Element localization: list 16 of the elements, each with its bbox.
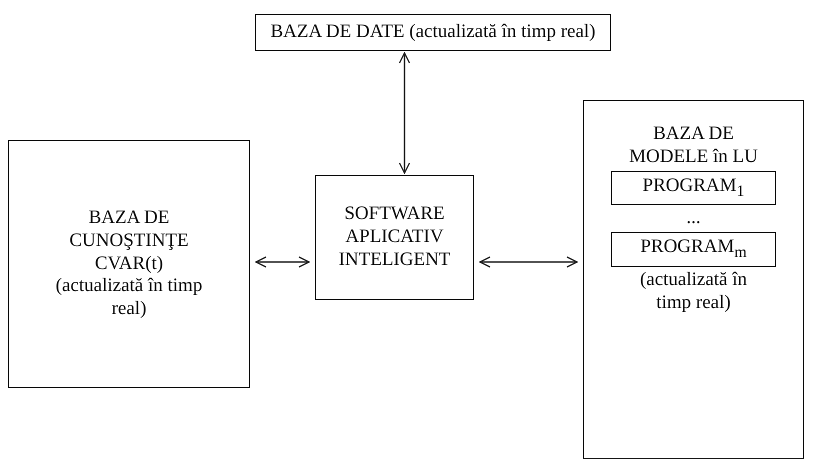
node-text: BAZA DE DATE (actualizată în timp real) bbox=[270, 21, 596, 44]
node-text: BAZA DE MODELE în LU bbox=[628, 123, 758, 169]
node-text: SOFTWARE APLICATIV INTELIGENT bbox=[338, 203, 452, 272]
node-text: ... bbox=[686, 207, 701, 230]
double-arrow bbox=[398, 52, 410, 174]
program-box: PROGRAM$_{1}$ bbox=[611, 170, 776, 206]
node-text: (actualizată în timp real) bbox=[54, 275, 204, 321]
program-box: PROGRAM$_{m}$ bbox=[611, 232, 776, 267]
node-text: (actualizată în timp real) bbox=[638, 268, 748, 315]
node-text: BAZA DE CUNOŞTINŢE CVAR(t) bbox=[68, 207, 190, 276]
double-arrow bbox=[479, 256, 578, 268]
container-box bbox=[583, 100, 804, 459]
process-box bbox=[255, 14, 611, 51]
process-box bbox=[8, 140, 250, 388]
double-arrow bbox=[255, 256, 310, 268]
process-box bbox=[315, 175, 474, 300]
